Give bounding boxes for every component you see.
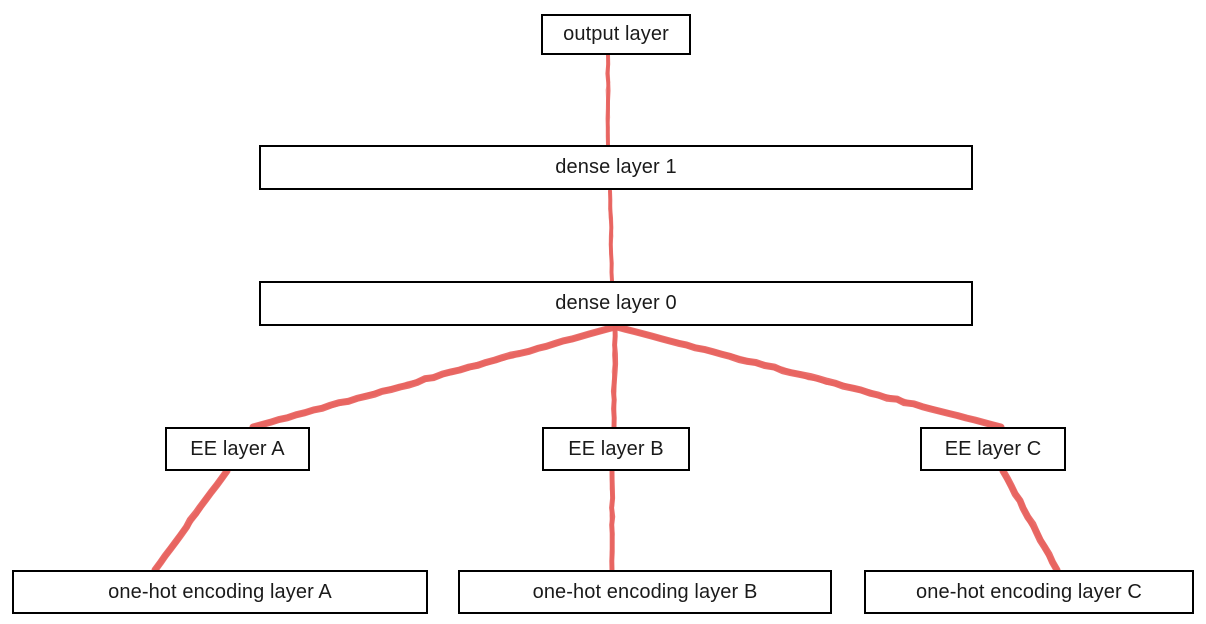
edge-onehot-b-ee-b (609, 468, 616, 573)
edge-dense1-output (605, 53, 611, 147)
node-one-hot-encoding-layer-c-label: one-hot encoding layer C (916, 580, 1142, 603)
node-dense-layer-0[interactable]: dense layer 0 (259, 281, 973, 326)
node-dense-layer-1-label: dense layer 1 (555, 156, 677, 178)
node-ee-layer-a-label: EE layer A (190, 437, 285, 460)
edge-onehot-a-ee-a (151, 467, 231, 574)
node-one-hot-encoding-layer-a-label: one-hot encoding layer A (108, 580, 332, 603)
node-dense-layer-0-label: dense layer 0 (555, 292, 677, 314)
node-ee-layer-b[interactable]: EE layer B (542, 427, 690, 471)
edge-dense0-dense1 (608, 189, 614, 283)
edge-onehot-c-ee-c (999, 467, 1061, 574)
edge-ee-b-dense0 (610, 324, 619, 430)
node-one-hot-encoding-layer-b[interactable]: one-hot encoding layer B (458, 570, 832, 614)
node-one-hot-encoding-layer-b-label: one-hot encoding layer B (532, 580, 758, 603)
node-ee-layer-c-label: EE layer C (944, 437, 1042, 460)
node-ee-layer-a[interactable]: EE layer A (165, 427, 310, 471)
node-one-hot-encoding-layer-c[interactable]: one-hot encoding layer C (864, 570, 1194, 614)
node-output-layer-label: output layer (563, 23, 669, 45)
node-output-layer[interactable]: output layer (541, 14, 691, 55)
node-one-hot-encoding-layer-a[interactable]: one-hot encoding layer A (12, 570, 428, 614)
node-dense-layer-1[interactable]: dense layer 1 (259, 145, 973, 190)
edge-ee-a-dense0 (249, 323, 619, 431)
node-ee-layer-c[interactable]: EE layer C (920, 427, 1066, 471)
node-ee-layer-b-label: EE layer B (568, 437, 664, 460)
edge-ee-c-dense0 (613, 323, 1005, 431)
